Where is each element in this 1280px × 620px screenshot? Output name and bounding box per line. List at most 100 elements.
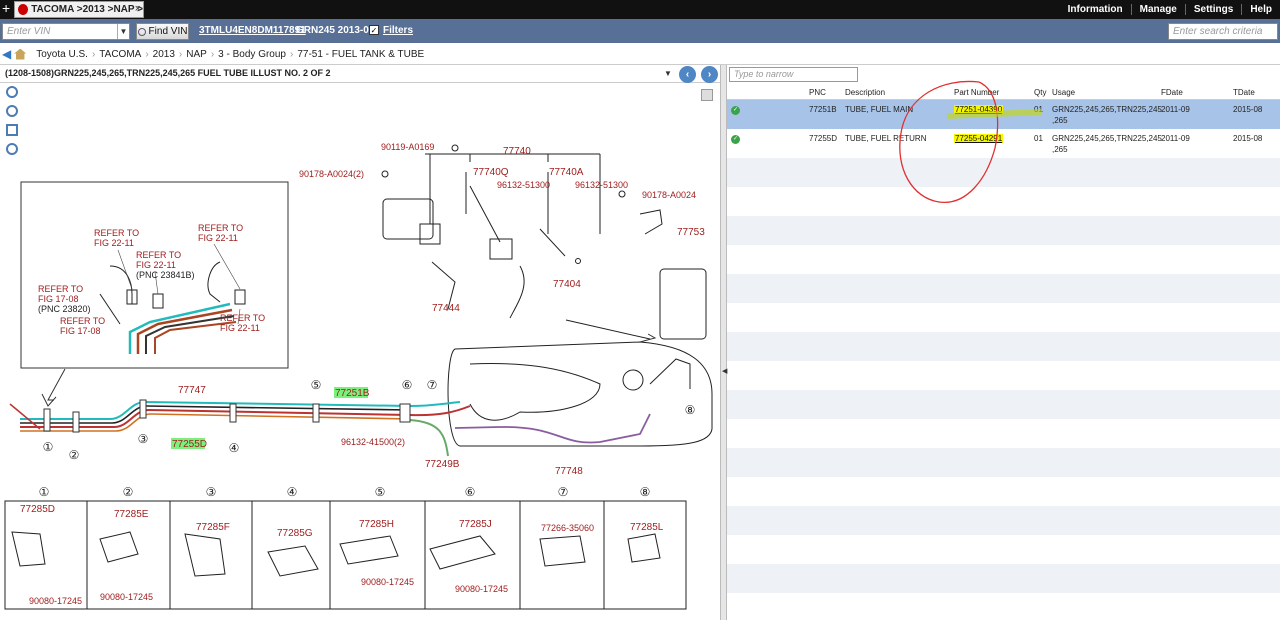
header-tdate[interactable]: TDate bbox=[1233, 88, 1255, 97]
cell-fdate: 2011-09 bbox=[1161, 134, 1190, 143]
annotation-circle bbox=[899, 80, 999, 203]
crumb-toyota[interactable]: Toyota U.S. bbox=[36, 48, 88, 60]
part-label: 77444 bbox=[432, 303, 460, 314]
header-pnc[interactable]: PNC bbox=[809, 88, 826, 97]
part-label: 96132-41500(2) bbox=[341, 437, 405, 447]
chevron-right-icon: › bbox=[145, 48, 149, 60]
part-number-link[interactable]: 77251-04390 bbox=[954, 105, 1004, 114]
next-illustration-button[interactable]: › bbox=[701, 66, 718, 83]
inset-label: FIG 22-11 bbox=[198, 233, 238, 243]
inset-label: (PNC 23841B) bbox=[136, 270, 195, 280]
vin-info: GRN245 2013-02 bbox=[296, 25, 375, 36]
vin-input[interactable]: Enter VIN bbox=[2, 23, 130, 40]
reset-zoom-icon[interactable] bbox=[6, 143, 18, 155]
chevron-down-icon[interactable]: ▼ bbox=[117, 24, 129, 39]
find-vin-button[interactable]: Find VIN bbox=[136, 23, 189, 40]
cell-pnc: 77251B bbox=[809, 105, 837, 114]
part-label: 77747 bbox=[178, 385, 206, 396]
chevron-right-icon: › bbox=[178, 48, 183, 60]
close-icon[interactable]: × bbox=[134, 3, 141, 15]
header-part-number[interactable]: Part Number bbox=[954, 88, 1000, 97]
vin-bar: Enter VIN ▼ Find VIN 3TMLU4EN8DM117891 G… bbox=[0, 19, 1280, 43]
part-label: 77249B bbox=[425, 459, 460, 470]
callout-2: ② bbox=[69, 448, 80, 462]
tab-bar: + TACOMA >2013 >NAP > × Information Mana… bbox=[0, 0, 1280, 19]
row-stripe bbox=[727, 216, 1280, 245]
clip-pnc: 77285F bbox=[196, 522, 230, 533]
nav-information[interactable]: Information bbox=[1067, 4, 1123, 15]
part-label: 77740 bbox=[503, 146, 531, 157]
part-label: 77740A bbox=[549, 167, 584, 178]
row-stripe bbox=[727, 158, 1280, 187]
inset-label: REFER TO bbox=[220, 313, 265, 323]
header-fdate[interactable]: FDate bbox=[1161, 88, 1183, 97]
callout-7: ⑦ bbox=[427, 378, 438, 392]
crumb-nap[interactable]: NAP bbox=[186, 48, 207, 60]
new-tab-icon[interactable]: + bbox=[2, 0, 11, 16]
callout-8: ⑧ bbox=[685, 403, 696, 417]
clip-pnc: 77285H bbox=[359, 519, 394, 530]
vin-link[interactable]: 3TMLU4EN8DM117891 bbox=[199, 25, 306, 36]
header-description[interactable]: Description bbox=[845, 88, 886, 97]
row-stripe bbox=[727, 390, 1280, 419]
header-qty[interactable]: Qty bbox=[1034, 88, 1047, 97]
check-icon: ✓ bbox=[731, 135, 740, 144]
zoom-in-icon[interactable] bbox=[6, 86, 18, 98]
callout-5: ⑤ bbox=[311, 378, 322, 392]
part-label: 77753 bbox=[677, 227, 705, 238]
filters-link[interactable]: Filters bbox=[383, 25, 414, 36]
narrow-input[interactable]: Type to narrow bbox=[729, 67, 858, 82]
part-label: 90178-A0024 bbox=[642, 190, 696, 200]
illustration-title: (1208-1508)GRN225,245,265,TRN225,245,265… bbox=[0, 65, 722, 83]
inset-label: FIG 22-11 bbox=[220, 323, 260, 333]
clip-number: ⑤ bbox=[375, 485, 386, 499]
row-stripe bbox=[727, 274, 1280, 303]
nav-manage[interactable]: Manage bbox=[1130, 4, 1185, 15]
inset-label: REFER TO bbox=[60, 316, 105, 326]
fuel-tube-diagram: REFER TO FIG 22-11 REFER TO FIG 22-11 (P… bbox=[4, 142, 713, 610]
inset-label: FIG 17-08 bbox=[38, 294, 79, 304]
clip-pnc: 77285D bbox=[20, 504, 55, 515]
nav-help[interactable]: Help bbox=[1241, 4, 1280, 15]
header-usage[interactable]: Usage bbox=[1052, 88, 1076, 97]
clip-extra: 90080-17245 bbox=[455, 584, 508, 594]
part-number-link[interactable]: 77255-04291 bbox=[954, 134, 1004, 143]
row-stripe bbox=[727, 564, 1280, 593]
part-label: 96132-51300 bbox=[497, 180, 550, 190]
clip-pnc: 77266-35060 bbox=[541, 523, 594, 533]
inset-label: (PNC 23820) bbox=[38, 304, 91, 314]
filters-checkbox[interactable]: ✓ bbox=[369, 25, 379, 35]
part-label: 90178-A0024(2) bbox=[299, 169, 364, 179]
back-arrow-icon[interactable]: ◀ bbox=[2, 47, 12, 61]
fit-icon[interactable] bbox=[6, 124, 18, 136]
clip-number: ④ bbox=[287, 485, 298, 499]
row-stripe bbox=[727, 448, 1280, 477]
splitter[interactable]: ◀ bbox=[720, 65, 727, 620]
chevron-right-icon: › bbox=[91, 48, 96, 60]
zoom-out-icon[interactable] bbox=[6, 105, 18, 117]
cell-usage: GRN225,245,265,TRN225,245 bbox=[1052, 105, 1162, 114]
prev-illustration-button[interactable]: ‹ bbox=[679, 66, 696, 83]
clip-number: ② bbox=[123, 485, 134, 499]
cell-usage-cont: ,265 bbox=[1052, 116, 1068, 125]
nav-settings[interactable]: Settings bbox=[1184, 4, 1241, 15]
collapse-arrow-icon[interactable]: ◀ bbox=[722, 368, 728, 375]
part-label: 90119-A0169 bbox=[381, 142, 434, 152]
clip-pnc: 77285G bbox=[277, 528, 313, 539]
crumb-year[interactable]: 2013 bbox=[152, 48, 175, 60]
panel-toggle-button[interactable] bbox=[701, 89, 713, 101]
crumb-fuel-tank: 77-51 - FUEL TANK & TUBE bbox=[297, 48, 425, 60]
callout-3: ③ bbox=[138, 432, 149, 446]
clip-number: ⑧ bbox=[640, 485, 651, 499]
clip-extra: 90080-17245 bbox=[29, 596, 82, 606]
crumb-tacoma[interactable]: TACOMA bbox=[99, 48, 142, 60]
crumb-body-group[interactable]: 3 - Body Group bbox=[218, 48, 286, 60]
home-icon[interactable] bbox=[14, 48, 27, 60]
part-label: 77404 bbox=[553, 279, 581, 290]
tab-tacoma[interactable]: TACOMA >2013 >NAP > × bbox=[14, 1, 144, 18]
chevron-down-icon[interactable]: ▼ bbox=[664, 69, 672, 78]
part-label-highlighted: 77251B bbox=[335, 388, 370, 399]
search-input[interactable]: Enter search criteria bbox=[1168, 23, 1278, 40]
chevron-right-icon: › bbox=[289, 48, 294, 60]
inset-label: FIG 17-08 bbox=[60, 326, 101, 336]
